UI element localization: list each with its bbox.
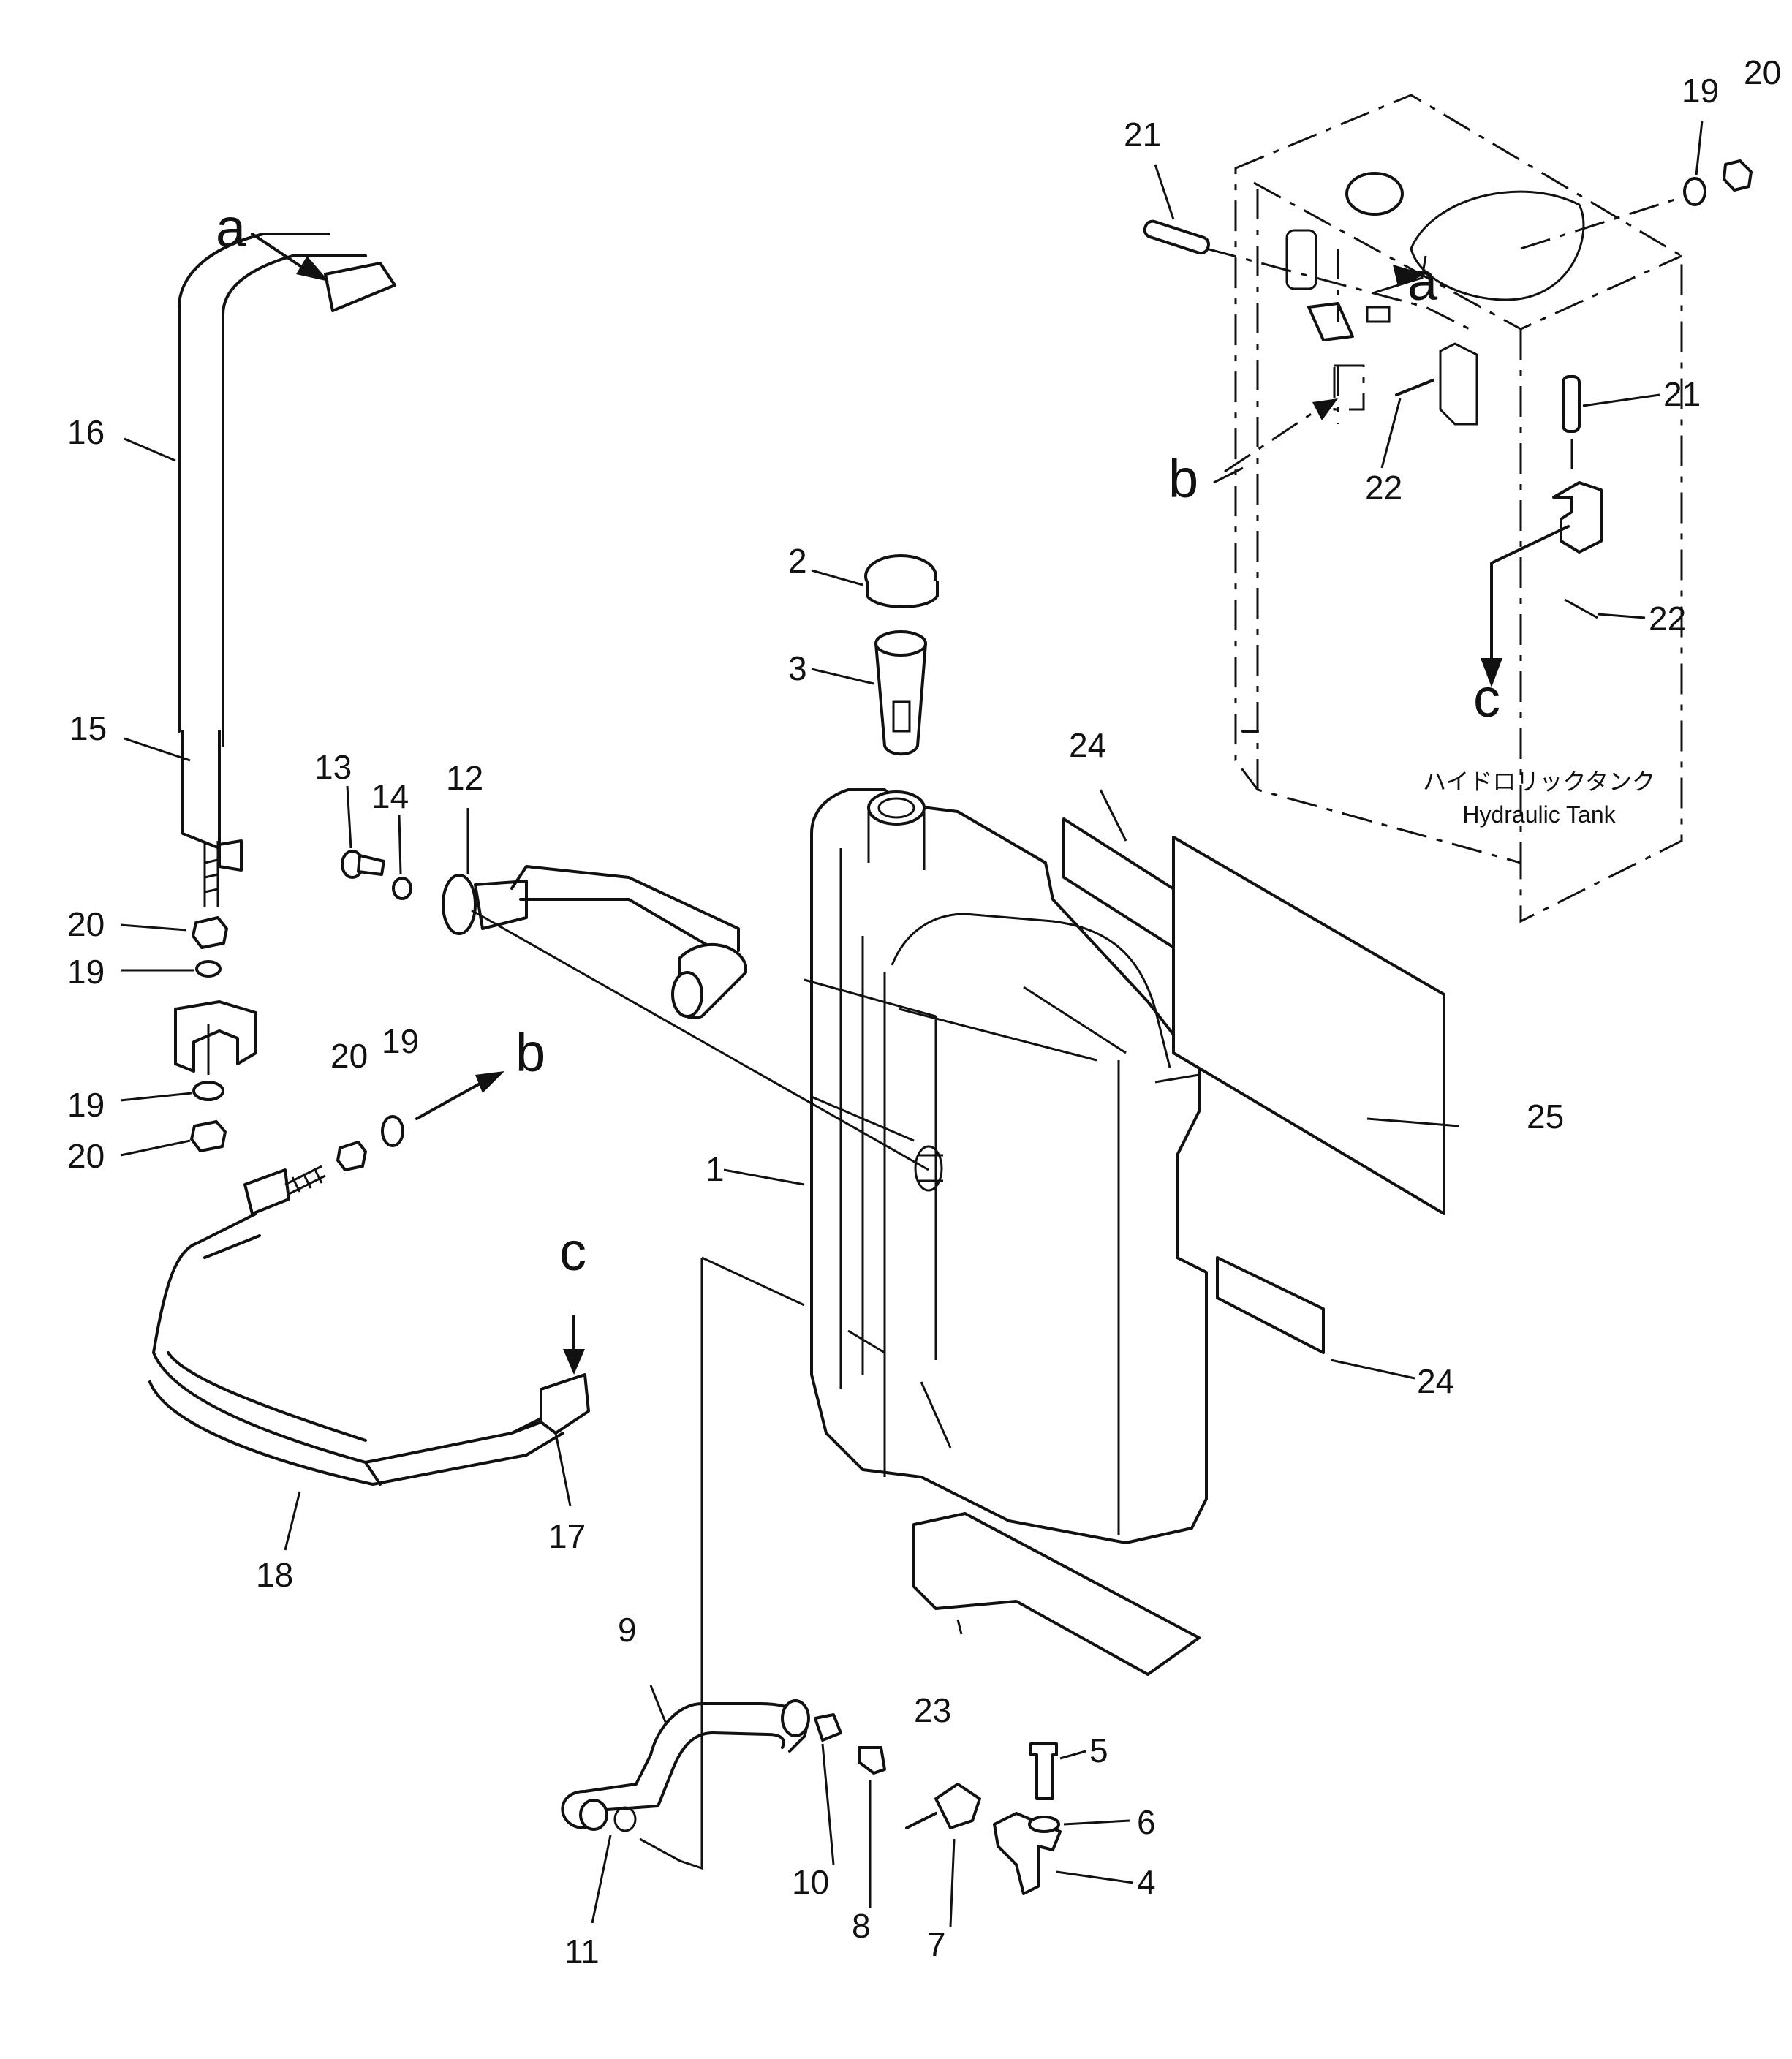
ref-c-strap: c [559, 1221, 586, 1282]
bolt-5 [1029, 1742, 1058, 1800]
clamp-10 [814, 1713, 842, 1742]
fitting-8 [858, 1746, 886, 1775]
ref-c-tank: c [1473, 668, 1500, 728]
washer-19-left-upper [195, 960, 222, 978]
washer-6 [1028, 1816, 1060, 1833]
leader-lines [120, 120, 1704, 1927]
strap-18 [148, 1165, 590, 1486]
callout-4: 4 [1137, 1863, 1156, 1901]
callout-19-left-upper: 19 [67, 953, 105, 991]
fuel-sensor-12 [442, 865, 747, 1019]
callout-3: 3 [788, 649, 807, 687]
callout-7: 7 [927, 1925, 946, 1963]
callout-20-left-lower: 20 [67, 1137, 105, 1175]
callout-numbers: 1 2 3 4 5 6 7 8 9 10 11 12 13 14 15 16 1… [67, 53, 1781, 1971]
washer-19-middle [381, 1115, 404, 1147]
callout-8: 8 [852, 1907, 871, 1945]
callout-2: 2 [788, 542, 807, 580]
bracket-left [174, 1000, 257, 1073]
callout-5: 5 [1089, 1731, 1108, 1769]
fuel-tank [804, 788, 1208, 1544]
callout-12: 12 [446, 759, 483, 797]
callout-19-middle: 19 [382, 1022, 419, 1060]
tank-label-english: Hydraulic Tank [1462, 801, 1616, 828]
ref-a-right: a [1407, 251, 1438, 311]
callout-25: 25 [1527, 1097, 1564, 1136]
callout-16: 16 [67, 413, 105, 451]
elbow-7 [934, 1783, 981, 1829]
callout-6: 6 [1137, 1803, 1156, 1841]
bolt-13 [341, 850, 385, 879]
pad-23 [912, 1512, 1201, 1676]
callout-18: 18 [256, 1556, 293, 1594]
callout-22-right: 22 [1649, 600, 1686, 638]
strap-16 [178, 233, 396, 907]
nut-20-left-upper [192, 916, 228, 949]
tank-label-japanese: ハイドロリックタンク [1423, 768, 1655, 795]
callout-17: 17 [548, 1517, 586, 1555]
callout-11: 11 [564, 1933, 600, 1971]
callout-22-upper: 22 [1365, 469, 1402, 507]
callout-14: 14 [371, 777, 409, 815]
pin-21-upper [1143, 219, 1210, 255]
strainer-3 [874, 630, 927, 756]
callout-19-topright: 19 [1682, 72, 1719, 110]
pin-21-right [1562, 375, 1581, 433]
pad-25 [1172, 836, 1445, 1215]
nut-20-middle [336, 1141, 367, 1171]
callout-23: 23 [914, 1691, 951, 1729]
washer-19-left-lower [192, 1081, 224, 1101]
callout-21-upper: 21 [1124, 116, 1161, 154]
callout-10: 10 [792, 1863, 829, 1901]
callout-1: 1 [706, 1150, 725, 1188]
nut-20-left-lower [190, 1120, 227, 1152]
ref-b-middle: b [515, 1022, 545, 1083]
reference-letters: a a b b c c [216, 197, 1500, 1282]
callout-13: 13 [314, 748, 352, 786]
nut-20-topright [1723, 159, 1753, 192]
ref-b-tank: b [1168, 448, 1198, 509]
callout-20-middle: 20 [330, 1037, 368, 1075]
callout-9: 9 [618, 1611, 637, 1649]
washer-14 [392, 877, 412, 900]
filler-cap-2 [864, 554, 939, 608]
callout-20-left-upper: 20 [67, 905, 105, 943]
hose-9 [561, 1699, 810, 1831]
callout-24-lower: 24 [1417, 1362, 1454, 1400]
washer-19-topright [1683, 177, 1706, 206]
callout-20-topright: 20 [1744, 53, 1781, 91]
callout-15: 15 [69, 709, 107, 747]
callout-24-upper: 24 [1069, 726, 1106, 764]
ref-a-left: a [216, 197, 246, 258]
callout-21-right: 21 [1663, 375, 1701, 413]
callout-19-left-lower: 19 [67, 1086, 105, 1124]
clip-11 [613, 1806, 637, 1832]
hydraulic-tank [1234, 94, 1683, 923]
pad-24-lower [1216, 1256, 1325, 1354]
